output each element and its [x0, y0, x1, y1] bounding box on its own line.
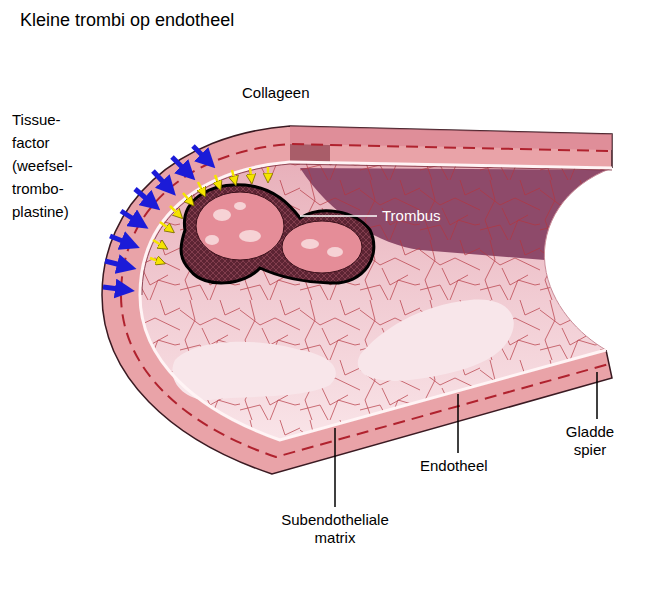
- matrix-fibres: [140, 162, 612, 440]
- part-label: Trombus: [382, 207, 441, 225]
- collagen-arrow: [160, 222, 168, 228]
- clump-highlight: [234, 202, 246, 210]
- collagen-arrow: [198, 182, 202, 190]
- clump-highlight: [327, 247, 343, 257]
- clump-highlight: [239, 230, 261, 242]
- collagen-arrow: [250, 168, 251, 176]
- collagen-arrow: [232, 170, 234, 178]
- leader-line: [596, 372, 598, 419]
- clump-highlight: [301, 239, 319, 249]
- endothelium: [140, 162, 612, 440]
- part-label: Gladde spier: [555, 423, 625, 459]
- tissue-factor-arrows: [103, 146, 204, 289]
- floor-patch: [172, 342, 336, 400]
- part-label: Tissue- factor (weefsel- trombo- plastin…: [12, 108, 92, 223]
- collagen-arrow: [215, 175, 218, 183]
- lumen-rim: [544, 168, 612, 350]
- subendothelial-matrix: [140, 162, 612, 440]
- part-label: Endotheel: [420, 457, 488, 475]
- vessel-wall: [102, 126, 612, 474]
- tissue-factor-arrow: [153, 171, 165, 184]
- collagen-arrows: [150, 167, 268, 261]
- wall-cut-face: [290, 126, 612, 150]
- clump-highlight: [213, 209, 231, 221]
- tissue-factor-arrow: [172, 157, 184, 169]
- collagen-arrow: [170, 206, 177, 213]
- platelet-clump: [196, 192, 284, 260]
- lumen-opening: [544, 168, 640, 350]
- collagen-arrow: [267, 167, 270, 175]
- tissue-factor-arrow: [110, 236, 125, 242]
- leader-line: [457, 394, 459, 453]
- floor-patch: [358, 300, 514, 381]
- endothelium-edge: [142, 164, 612, 295]
- thrombus-base: [181, 185, 374, 283]
- tissue-factor-arrow: [105, 261, 121, 265]
- tissue-factor-arrow: [103, 287, 119, 289]
- platelet-clump: [282, 221, 362, 273]
- collagen-arrow: [153, 240, 161, 245]
- collagen-arrow: [183, 193, 189, 200]
- clump-highlight: [205, 235, 219, 245]
- thrombus-leader: [300, 215, 377, 217]
- part-label: Subendotheliale matrix: [265, 511, 405, 547]
- leader-line: [334, 428, 336, 507]
- part-label: Collageen: [242, 84, 310, 102]
- tissue-factor-arrow: [135, 189, 148, 200]
- tissue-factor-arrow: [121, 211, 135, 220]
- diagram-title: Kleine trombi op endotheel: [20, 9, 234, 31]
- tissue-factor-arrow: [193, 146, 204, 157]
- collagen-arrow: [150, 258, 158, 261]
